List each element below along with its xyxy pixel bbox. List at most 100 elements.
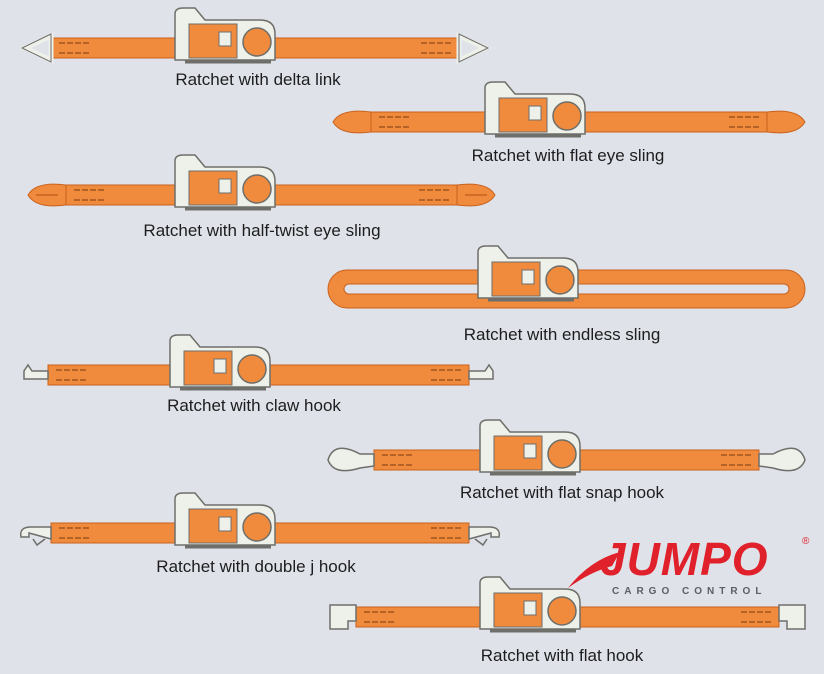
ratchet-spool — [547, 439, 577, 469]
strap-jhook — [19, 492, 501, 549]
stitching — [75, 42, 81, 54]
stitching — [737, 116, 743, 128]
stitching — [398, 454, 404, 466]
strap-delta — [19, 7, 491, 64]
strap-label: Ratchet with endless sling — [463, 325, 661, 344]
stitching — [80, 369, 86, 381]
stitching — [395, 116, 401, 128]
stitching — [741, 611, 747, 623]
ratchet-release — [218, 178, 232, 194]
ratchet-release — [218, 516, 232, 532]
stitching — [90, 189, 96, 201]
stitching — [729, 454, 735, 466]
strap-snap — [327, 419, 806, 476]
claw-hook-icon — [468, 363, 494, 380]
stitching — [380, 611, 386, 623]
stitching — [419, 189, 425, 201]
stitching — [431, 369, 437, 381]
stitching — [406, 454, 412, 466]
strap-label: Ratchet with double j hook — [156, 557, 356, 576]
ratchet-release — [218, 31, 232, 47]
strap-claw — [23, 334, 494, 391]
strap-label: Ratchet with half-twist eye sling — [143, 221, 381, 240]
stitching — [72, 369, 78, 381]
flat-hook-icon — [778, 604, 806, 630]
j-hook-icon — [468, 526, 501, 540]
stitching — [74, 189, 80, 201]
stitching — [429, 42, 435, 54]
ratchet-spool — [547, 596, 577, 626]
stitching — [75, 527, 81, 539]
stitching — [445, 42, 451, 54]
stitching — [753, 116, 759, 128]
strap-label: Ratchet with flat snap hook — [459, 483, 665, 502]
strap-endless — [327, 245, 806, 309]
stitching — [64, 369, 70, 381]
stitching — [388, 611, 394, 623]
ratchet-release — [523, 443, 537, 459]
stitching — [364, 611, 370, 623]
ratchet-release — [213, 358, 227, 374]
stitching — [59, 527, 65, 539]
stitching — [403, 116, 409, 128]
stitching — [745, 454, 751, 466]
delta-link-outline — [20, 33, 52, 63]
strap-twist-eye — [27, 154, 496, 211]
ratchet-spool — [242, 512, 272, 542]
strap-label: Ratchet with flat eye sling — [471, 146, 665, 165]
stitching — [455, 527, 461, 539]
ratchet-spool — [552, 101, 582, 131]
strap-flat-eye — [332, 81, 806, 138]
stitching — [737, 454, 743, 466]
stitching — [443, 189, 449, 201]
stitching — [382, 454, 388, 466]
stitching — [431, 527, 437, 539]
stitching — [439, 369, 445, 381]
stitching — [721, 454, 727, 466]
delta-link-icon — [456, 32, 491, 64]
stitching — [59, 42, 65, 54]
stitching — [82, 189, 88, 201]
logo-swoosh-icon — [568, 552, 620, 588]
stitching — [390, 454, 396, 466]
stitching — [98, 189, 104, 201]
jumpo-logo: JUMPO ® CARGO CONTROL — [570, 536, 820, 602]
eye-sling-loop — [766, 110, 806, 134]
ratchet-spool — [242, 174, 272, 204]
ratchet-release — [528, 105, 542, 121]
claw-hook-icon — [23, 363, 49, 380]
stitching — [83, 42, 89, 54]
stitching — [729, 116, 735, 128]
stitching — [56, 369, 62, 381]
snap-hook-icon — [758, 447, 806, 472]
stitching — [435, 189, 441, 201]
stitching — [427, 189, 433, 201]
ratchet-release — [521, 269, 535, 285]
flat-hook-icon — [329, 604, 357, 630]
logo-wordmark: JUMPO — [600, 533, 769, 585]
eye-sling-loop — [332, 110, 372, 134]
stitching — [372, 611, 378, 623]
stitching — [447, 369, 453, 381]
j-hook-tip — [32, 538, 46, 547]
ratchet-spool — [242, 27, 272, 57]
ratchet-spool — [545, 265, 575, 295]
strap-label: Ratchet with delta link — [175, 70, 341, 89]
strap-label: Ratchet with claw hook — [167, 396, 341, 415]
j-hook-icon — [19, 526, 52, 540]
stitching — [765, 611, 771, 623]
stitching — [67, 42, 73, 54]
strap-label: Ratchet with flat hook — [480, 646, 644, 665]
stitching — [447, 527, 453, 539]
j-hook-tip — [474, 538, 488, 547]
stitching — [745, 116, 751, 128]
logo-tagline: CARGO CONTROL — [612, 586, 767, 597]
ratchet-release — [523, 600, 537, 616]
stitching — [439, 527, 445, 539]
delta-link-outline — [458, 33, 490, 63]
strap-flat-hook — [329, 576, 806, 633]
snap-hook-icon — [327, 447, 375, 472]
logo-registered-mark: ® — [802, 536, 810, 547]
stitching — [83, 527, 89, 539]
